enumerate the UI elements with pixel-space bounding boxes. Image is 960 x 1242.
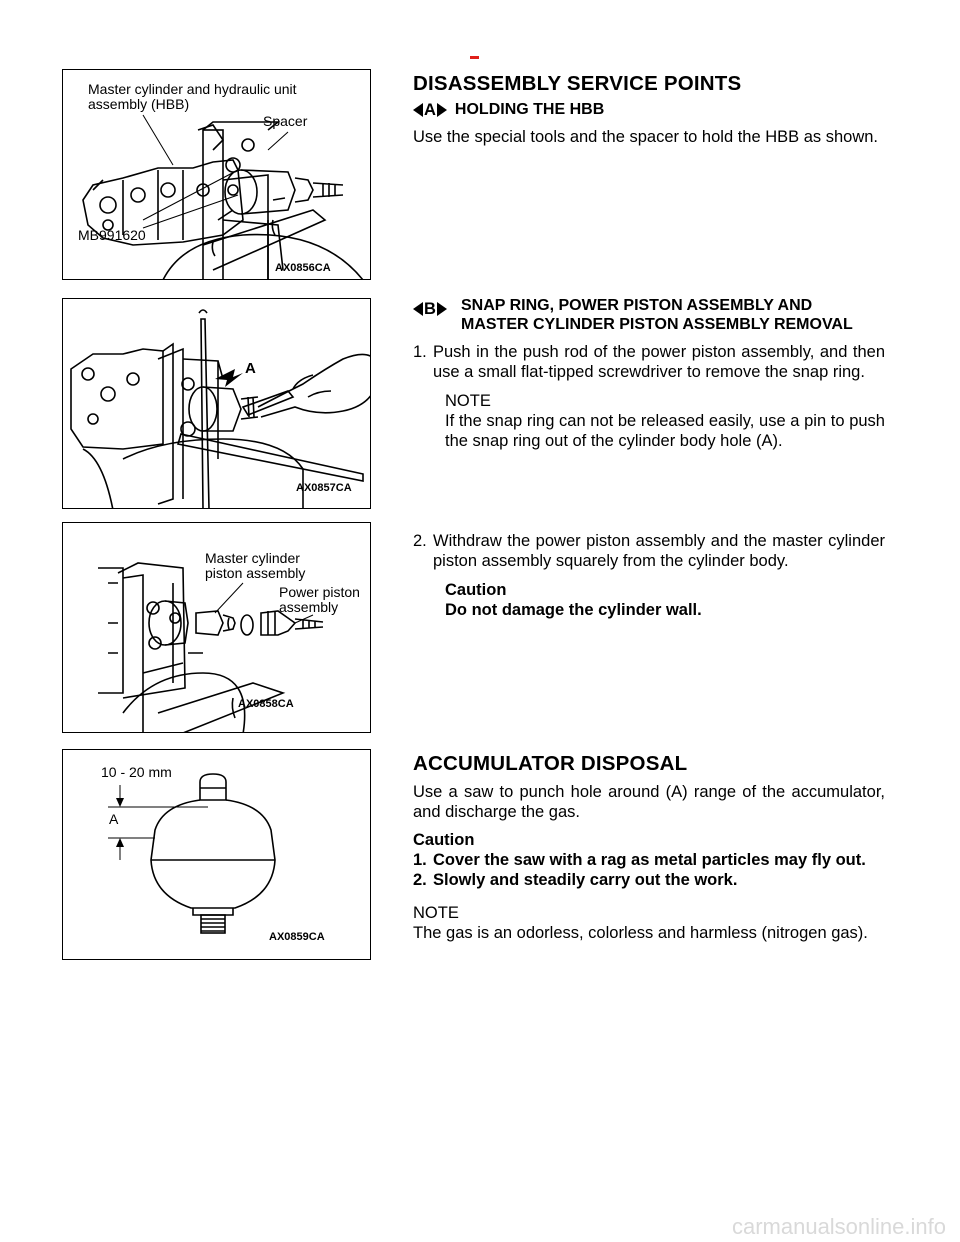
label-a: A	[245, 360, 256, 377]
caution-item-2: 2. Slowly and steadily carry out the wor…	[413, 871, 738, 889]
heading-disassembly: DISASSEMBLY SERVICE POINTS	[413, 72, 742, 95]
heading-accumulator: ACCUMULATOR DISPOSAL	[413, 752, 688, 775]
section-accumulator: ACCUMULATOR DISPOSAL Use a saw to punch …	[413, 752, 885, 943]
text-accumulator: Use a saw to punch hole around (A) range…	[413, 783, 885, 821]
step-1: 1. Push in the push rod of the power pis…	[413, 343, 885, 381]
caution-item-1: 1. Cover the saw with a rag as metal par…	[413, 851, 866, 869]
top-mark	[470, 56, 479, 59]
figure-code: AX0859CA	[269, 931, 325, 943]
label-power-piston: Power piston assembly	[279, 584, 360, 615]
watermark-footer: carmanualsonline.info	[731, 1214, 946, 1239]
figure-snap-ring-removal: A AX0857CA	[62, 298, 371, 509]
ref-marker-a: A	[413, 99, 447, 120]
caution-1: Caution Do not damage the cylinder wall.	[445, 581, 702, 619]
figure-code: AX0857CA	[296, 482, 352, 494]
step-2: 2. Withdraw the power piston assembly an…	[413, 532, 885, 570]
label-master-cylinder-piston: Master cylinder piston assembly	[205, 550, 306, 581]
section-snap-ring: B SNAP RING, POWER PISTON ASSEMBLY AND M…	[413, 296, 885, 451]
label-mb991620: MB991620	[78, 227, 146, 243]
text-holding-hbb: Use the special tools and the spacer to …	[413, 127, 879, 146]
label-a: A	[109, 811, 119, 827]
label-hbb: Master cylinder and hydraulic unit assem…	[88, 81, 297, 112]
label-spacer: Spacer	[263, 113, 308, 129]
label-range: 10 - 20 mm	[101, 764, 172, 780]
piston-illustration	[98, 562, 324, 732]
note-accumulator: NOTE The gas is an odorless, colorless a…	[413, 904, 868, 942]
ref-marker-b: B	[413, 298, 447, 319]
figure-accumulator: 10 - 20 mm A AX0859CA	[62, 749, 371, 960]
subheading-b: B SNAP RING, POWER PISTON ASSEMBLY AND M…	[413, 296, 885, 334]
note-1: NOTE If the snap ring can not be release…	[445, 392, 885, 450]
figure-code: AX0856CA	[275, 262, 331, 274]
section-withdraw: 2. Withdraw the power piston assembly an…	[413, 531, 885, 620]
caution-accumulator: Caution 1. Cover the saw with a rag as m…	[413, 830, 885, 890]
accumulator-illustration	[108, 773, 276, 934]
figure-code: AX0858CA	[238, 698, 294, 710]
snap-ring-illustration	[70, 309, 370, 508]
figure-hbb-holding: Master cylinder and hydraulic unit assem…	[62, 69, 371, 280]
hbb-illustration	[82, 114, 364, 279]
figure-piston-withdrawal: Master cylinder piston assembly Power pi…	[62, 522, 371, 733]
